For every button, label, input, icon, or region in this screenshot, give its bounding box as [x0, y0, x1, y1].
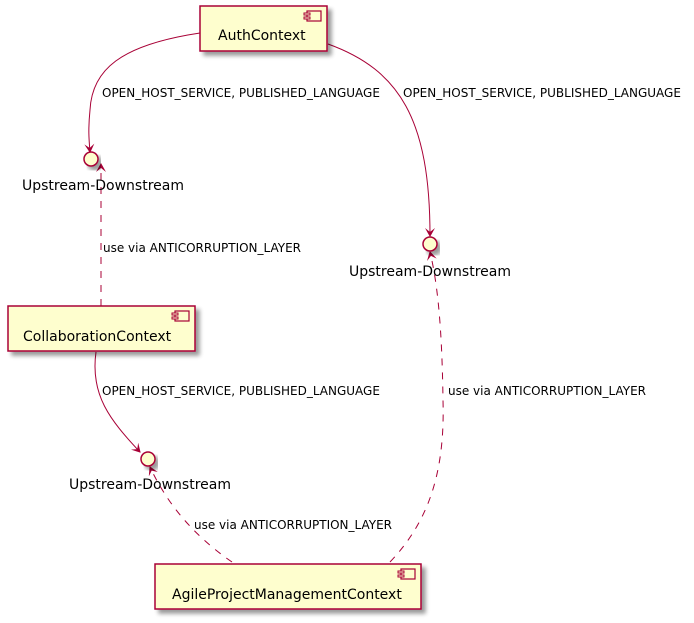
edge-auth-to-ud2	[327, 43, 435, 237]
component-label: AuthContext	[218, 28, 306, 44]
component-collaboration-context[interactable]: CollaborationContext	[7, 305, 196, 352]
component-label: AgileProjectManagementContext	[172, 587, 402, 603]
interface-label: Upstream-Downstream	[22, 178, 184, 194]
edge-agile-to-ud2	[389, 251, 444, 563]
component-auth-context[interactable]: AuthContext	[199, 5, 328, 52]
interface-circle-icon	[140, 451, 156, 467]
component-icon	[171, 310, 190, 322]
edge-collab-to-ud3	[94, 351, 141, 453]
interface-circle-icon	[422, 236, 438, 252]
component-label: CollaborationContext	[23, 329, 172, 345]
edge-labels: OPEN_HOST_SERVICE, PUBLISHED_LANGUAGE OP…	[102, 86, 681, 532]
interface-ud1[interactable]: Upstream-Downstream	[22, 151, 184, 194]
edges	[84, 32, 444, 563]
component-agile-project-management-context[interactable]: AgileProjectManagementContext	[154, 563, 422, 610]
edge-label-collab-ud3: OPEN_HOST_SERVICE, PUBLISHED_LANGUAGE	[102, 384, 380, 398]
interface-circle-icon	[83, 151, 99, 167]
edge-label-auth-ud2: OPEN_HOST_SERVICE, PUBLISHED_LANGUAGE	[403, 86, 681, 100]
edge-auth-to-ud1	[84, 32, 201, 153]
edge-label-auth-ud1: OPEN_HOST_SERVICE, PUBLISHED_LANGUAGE	[102, 86, 380, 100]
edge-label-agile-ud2: use via ANTICORRUPTION_LAYER	[448, 384, 646, 398]
interface-label: Upstream-Downstream	[69, 477, 231, 493]
interface-ud2[interactable]: Upstream-Downstream	[349, 236, 511, 280]
edge-agile-to-ud3	[148, 466, 233, 563]
edge-label-collab-ud1: use via ANTICORRUPTION_LAYER	[103, 241, 301, 255]
component-icon	[303, 10, 322, 22]
interface-label: Upstream-Downstream	[349, 264, 511, 280]
interface-ud3[interactable]: Upstream-Downstream	[69, 451, 231, 493]
edge-label-agile-ud3: use via ANTICORRUPTION_LAYER	[194, 518, 392, 532]
component-icon	[397, 568, 416, 580]
